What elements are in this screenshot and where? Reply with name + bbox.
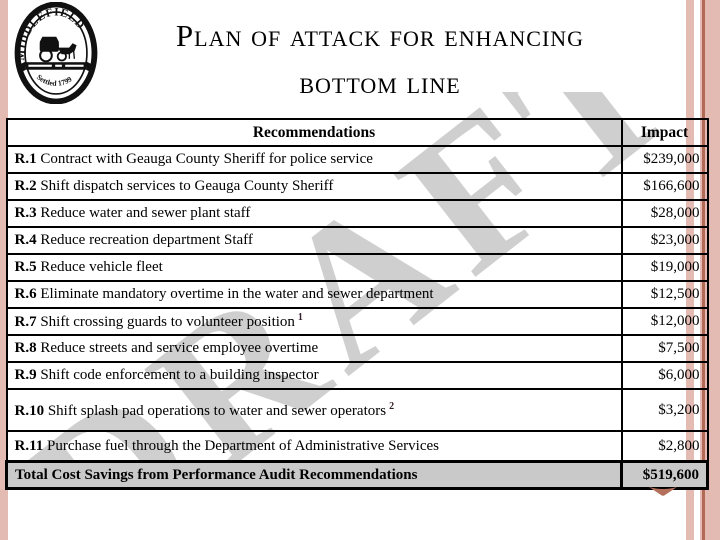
row-text: Shift splash pad operations to water and…	[47, 402, 387, 419]
row-impact: $12,000	[620, 307, 709, 336]
row-impact: $7,500	[620, 334, 709, 363]
row-impact: $12,500	[620, 280, 709, 309]
row-text: Reduce recreation department Staff	[40, 232, 253, 248]
down-arrow-icon	[649, 487, 677, 496]
seal-outer-ring	[14, 2, 98, 104]
row-id: R.4	[14, 232, 37, 248]
row-text: Reduce streets and service employee over…	[40, 340, 319, 356]
row-footnote-marker: 2	[389, 400, 395, 412]
table-header-row: Recommendations Impact	[5, 118, 709, 147]
row-id: R.6	[14, 286, 37, 302]
row-id: R.2	[14, 178, 37, 194]
seal-banner	[20, 61, 92, 73]
row-id: R.7	[14, 314, 37, 330]
total-value: $519,600	[620, 460, 709, 490]
middlefield-seal-logo: MIDDLEFIELD Settled 1799	[14, 2, 98, 104]
row-id: R.1	[14, 151, 37, 167]
row-impact: $19,000	[620, 253, 709, 282]
table-row: R.6 Eliminate mandatory overtime in the …	[5, 280, 709, 309]
table-row: R.3 Reduce water and sewer plant staff $…	[5, 199, 709, 228]
slide-title: Plan of attack for enhancing bottom line	[100, 12, 660, 106]
row-text: Shift code enforcement to a building ins…	[40, 367, 319, 383]
row-impact: $166,600	[620, 172, 709, 201]
total-label: Total Cost Savings from Performance Audi…	[5, 460, 623, 490]
row-text: Reduce water and sewer plant staff	[40, 205, 251, 221]
row-text: Shift crossing guards to volunteer posit…	[40, 314, 295, 330]
row-id: R.3	[14, 205, 37, 221]
row-id: R.8	[14, 340, 37, 356]
row-id: R.9	[14, 367, 37, 383]
row-text: Purchase fuel through the Department of …	[47, 437, 439, 454]
recommendations-table: Recommendations Impact R.1 Contract with…	[5, 118, 709, 490]
left-accent-stripe	[0, 0, 8, 540]
horse-and-buggy-icon	[39, 36, 77, 63]
row-impact: $3,200	[620, 388, 709, 432]
table-row: R.11 Purchase fuel through the Departmen…	[5, 430, 709, 463]
row-id: R.5	[14, 259, 37, 275]
table-row: R.10 Shift splash pad operations to wate…	[5, 388, 709, 432]
row-text: Reduce vehicle fleet	[40, 259, 163, 275]
row-impact: $239,000	[620, 145, 709, 174]
row-text: Eliminate mandatory overtime in the wate…	[40, 286, 434, 302]
row-impact: $28,000	[620, 199, 709, 228]
slide-title-line1: Plan of attack for enhancing	[175, 18, 585, 53]
row-footnote-marker: 1	[297, 312, 303, 323]
row-text: Shift dispatch services to Geauga County…	[40, 178, 334, 194]
table-row: R.8 Reduce streets and service employee …	[5, 334, 709, 363]
seal-inner-ring	[24, 11, 88, 95]
table-body: R.1 Contract with Geauga County Sheriff …	[5, 145, 709, 463]
row-id: R.11	[14, 437, 44, 454]
slide-title-line2: bottom line	[299, 65, 461, 101]
header-impact: Impact	[620, 118, 709, 147]
table-row: R.1 Contract with Geauga County Sheriff …	[5, 145, 709, 174]
table-row: R.9 Shift code enforcement to a building…	[5, 361, 709, 390]
table-row: R.7 Shift crossing guards to volunteer p…	[5, 307, 709, 336]
total-row: Total Cost Savings from Performance Audi…	[5, 460, 709, 490]
table-row: R.2 Shift dispatch services to Geauga Co…	[5, 172, 709, 201]
table-row: R.5 Reduce vehicle fleet $19,000	[5, 253, 709, 282]
seal-bottom-text: Settled 1799	[35, 72, 74, 88]
table-row: R.4 Reduce recreation department Staff $…	[5, 226, 709, 255]
row-impact: $23,000	[620, 226, 709, 255]
header-recommendations: Recommendations	[5, 118, 623, 147]
row-impact: $2,800	[620, 430, 709, 463]
row-id: R.10	[14, 402, 45, 419]
row-impact: $6,000	[620, 361, 709, 390]
row-text: Contract with Geauga County Sheriff for …	[40, 151, 373, 167]
